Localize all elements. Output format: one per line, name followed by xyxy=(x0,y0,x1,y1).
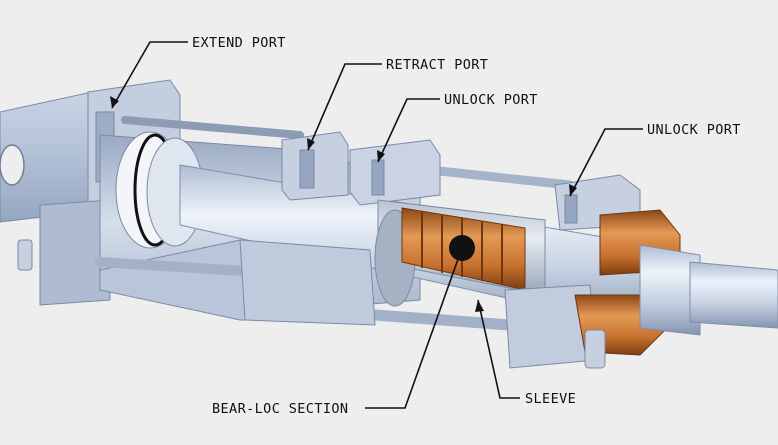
retract-port-arrow xyxy=(307,138,315,150)
unlock-port-2-arrow xyxy=(569,184,577,196)
extend-port-leader xyxy=(111,41,188,109)
unlock-port-block-1 xyxy=(349,139,441,206)
retract-port-bore xyxy=(299,149,315,189)
rear-cap-lower xyxy=(39,199,111,306)
rod-end xyxy=(689,261,778,329)
retract-port-leader xyxy=(307,63,382,151)
label-retract-port: RETRACT PORT xyxy=(386,57,488,73)
bear-loc-leader xyxy=(365,247,463,409)
tie-rod-lower-right xyxy=(369,309,516,331)
clevis-pin-hole xyxy=(0,144,25,186)
label-unlock-port-1: UNLOCK PORT xyxy=(444,92,538,108)
unlock-port-2-bore xyxy=(564,194,578,224)
label-unlock-port-2: UNLOCK PORT xyxy=(647,122,741,138)
label-bear-loc-section: BEAR-LOC SECTION xyxy=(212,401,348,417)
unlock-port-1-bore xyxy=(371,159,385,196)
extend-port-arrow xyxy=(110,96,119,108)
unlock-port-1-leader xyxy=(377,98,440,163)
hydraulic-cylinder xyxy=(0,79,778,369)
center-lower-block xyxy=(239,239,376,326)
sleeve-leader xyxy=(477,299,520,399)
tie-rod-top xyxy=(121,116,304,139)
rod-gland xyxy=(639,244,701,336)
tie-rod-lower-left xyxy=(95,257,265,277)
sleeve-arrow xyxy=(475,300,484,312)
label-extend-port: EXTEND PORT xyxy=(192,35,286,51)
unlock-port-1-arrow xyxy=(377,150,385,162)
tie-rod-upper-right xyxy=(425,165,575,190)
unlock-port-2-leader xyxy=(569,128,643,197)
label-sleeve: SLEEVE xyxy=(525,391,576,407)
rear-bolt xyxy=(17,239,33,271)
front-nut xyxy=(584,329,606,369)
leader-lines xyxy=(110,41,643,409)
retract-port-block xyxy=(281,131,349,201)
callout-labels: EXTEND PORT RETRACT PORT UNLOCK PORT UNL… xyxy=(192,35,741,417)
